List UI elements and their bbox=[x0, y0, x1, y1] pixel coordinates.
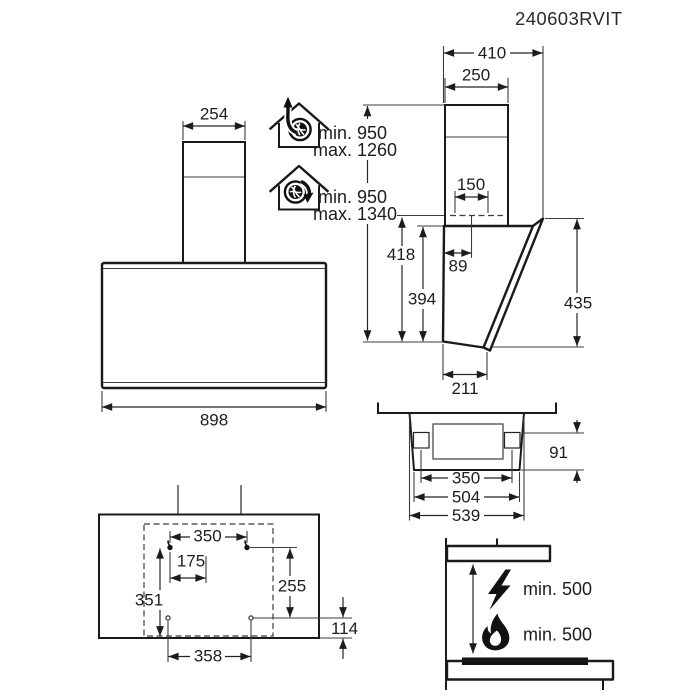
dim-label-351: 351 bbox=[135, 591, 163, 610]
dim-label-250: 250 bbox=[462, 66, 490, 85]
dim-left-height: 351 bbox=[135, 548, 164, 637]
clearance-gas-label: min. 500 bbox=[523, 625, 592, 645]
recirculation-house-icon bbox=[268, 164, 330, 211]
side-body bbox=[441, 217, 545, 352]
exhaust-arrow-icon bbox=[283, 96, 298, 136]
extraction-max-height: max. 1260 bbox=[313, 140, 397, 160]
dim-label-358: 358 bbox=[194, 647, 222, 666]
dim-label-255: 255 bbox=[278, 577, 306, 596]
dim-label-89: 89 bbox=[449, 257, 468, 276]
dim-lower-holes: 358 bbox=[167, 621, 252, 666]
dim-bracket-span: 350 bbox=[420, 450, 513, 488]
extraction-min-height: min. 950 bbox=[318, 123, 387, 143]
bracket-right bbox=[503, 431, 521, 449]
dim-label-539: 539 bbox=[452, 506, 480, 525]
dim-lower-edge-offset: 114 bbox=[320, 597, 358, 659]
recirculation-max-height: max. 1340 bbox=[313, 204, 397, 224]
dim-right-height: 255 bbox=[250, 546, 352, 619]
bracket-left bbox=[412, 431, 430, 449]
clearance-view: min. 500 min. 500 bbox=[445, 538, 615, 690]
dim-inner-width: 504 bbox=[413, 472, 521, 507]
dim-label-114: 114 bbox=[331, 619, 358, 638]
front-chimney bbox=[182, 141, 246, 264]
drawing-code: 240603RVIT bbox=[515, 8, 623, 29]
screw-hole-bottom-right-icon bbox=[248, 615, 254, 621]
hood-top-outline bbox=[408, 412, 526, 471]
recirculation-arrow-icon bbox=[299, 178, 314, 203]
dim-chimney-depth: 250 bbox=[444, 66, 509, 103]
flame-icon bbox=[482, 613, 510, 651]
wall-reference-line bbox=[377, 402, 557, 414]
dim-duct-width: 150 bbox=[454, 175, 489, 213]
dim-label-898: 898 bbox=[200, 411, 228, 430]
side-view: 410 250 150 bbox=[363, 44, 592, 398]
extraction-house-icon bbox=[268, 96, 330, 148]
dim-duct-offset: 89 bbox=[444, 249, 472, 276]
dim-total-depth: 410 bbox=[442, 44, 544, 217]
dim-label-254: 254 bbox=[200, 105, 228, 124]
dim-label-91: 91 bbox=[549, 443, 568, 462]
worktop bbox=[445, 659, 615, 681]
dim-label-150: 150 bbox=[457, 175, 485, 194]
dim-body-width: 898 bbox=[101, 391, 327, 430]
mounting-template: 350 175 351 255 114 bbox=[98, 485, 358, 666]
dim-chimney-width: 254 bbox=[182, 105, 246, 140]
dim-label-350: 350 bbox=[452, 469, 480, 488]
dim-spigot-offset: 91 bbox=[521, 420, 584, 483]
dim-upper-half: 175 bbox=[169, 552, 207, 583]
recirculation-mode-note: min. 950 max. 1340 bbox=[268, 164, 397, 224]
duct-spigot-outline bbox=[432, 423, 504, 460]
height-range-dimension-line bbox=[363, 104, 444, 341]
dim-bottom-depth: 211 bbox=[442, 344, 488, 398]
hood-footprint-dashed bbox=[143, 523, 274, 637]
dim-label-t350: 350 bbox=[193, 527, 221, 546]
dim-label-175: 175 bbox=[177, 552, 205, 571]
dim-label-410: 410 bbox=[478, 44, 506, 63]
dim-label-211: 211 bbox=[451, 379, 478, 398]
dim-label-418: 418 bbox=[387, 245, 415, 264]
screw-hole-top-left-icon bbox=[167, 540, 173, 551]
dim-label-394: 394 bbox=[408, 290, 436, 309]
dim-label-435: 435 bbox=[564, 294, 592, 313]
dim-label-504: 504 bbox=[452, 488, 480, 507]
screw-hole-bottom-left-icon bbox=[165, 615, 171, 621]
front-view: 254 898 bbox=[100, 105, 328, 430]
dim-height-to-duct: 418 bbox=[387, 217, 415, 342]
template-outline bbox=[98, 513, 320, 639]
duct-connection-view: 350 504 539 91 bbox=[377, 402, 584, 525]
dim-body-height: 394 bbox=[408, 227, 436, 342]
dim-upper-holes: 350 bbox=[169, 527, 248, 546]
dim-panel-height: 435 bbox=[492, 217, 592, 348]
recirculation-min-height: min. 950 bbox=[318, 187, 387, 207]
front-body bbox=[100, 261, 328, 390]
lightning-icon bbox=[488, 569, 511, 610]
hood-bottom-profile bbox=[445, 544, 552, 563]
extraction-mode-note: min. 950 max. 1260 bbox=[268, 96, 397, 160]
clearance-electric-label: min. 500 bbox=[523, 579, 592, 599]
duct-outlet-lines bbox=[363, 214, 503, 343]
